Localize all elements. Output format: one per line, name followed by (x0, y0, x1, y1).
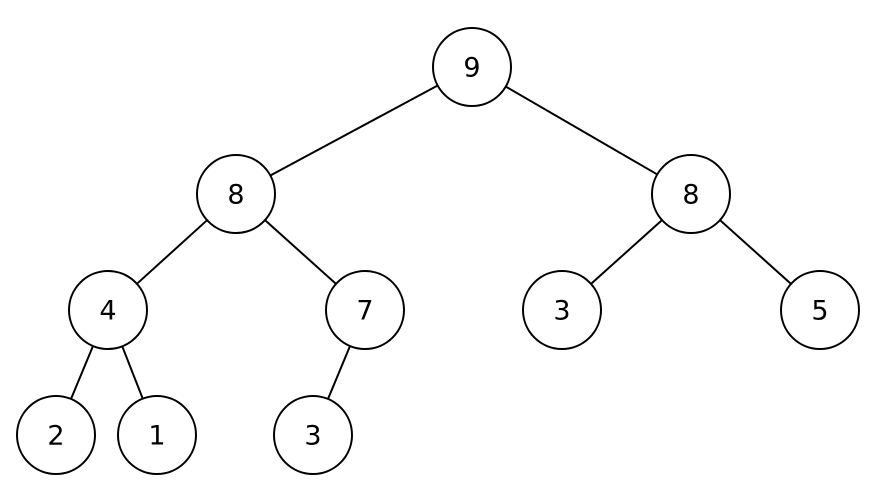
node-circle[interactable] (196, 154, 276, 234)
node-circle[interactable] (16, 395, 96, 475)
node-circle[interactable] (325, 270, 405, 350)
node-label: 8 (227, 180, 244, 211)
edge-layer (69, 84, 793, 400)
tree-edge (69, 345, 95, 400)
tree-edge (326, 345, 352, 400)
tree-edge (269, 84, 439, 177)
node-label: 3 (553, 296, 570, 327)
tree-node[interactable]: 1 (117, 395, 197, 475)
node-circle[interactable] (117, 395, 197, 475)
node-circle[interactable] (68, 270, 148, 350)
node-circle[interactable] (273, 395, 353, 475)
node-label: 9 (463, 53, 480, 84)
node-circle[interactable] (522, 270, 602, 350)
node-circle[interactable] (651, 154, 731, 234)
tree-node[interactable]: 2 (16, 395, 96, 475)
tree-edge (135, 219, 209, 285)
node-label: 7 (356, 296, 373, 327)
tree-node[interactable]: 3 (273, 395, 353, 475)
node-label: 2 (47, 421, 64, 452)
tree-node[interactable]: 8 (196, 154, 276, 234)
tree-node[interactable]: 7 (325, 270, 405, 350)
tree-node[interactable]: 5 (780, 270, 860, 350)
tree-edge (263, 219, 338, 285)
node-layer: 9 8 8 4 7 3 5 2 1 3 (16, 27, 860, 475)
tree-node[interactable]: 9 (432, 27, 512, 107)
node-label: 1 (148, 421, 165, 452)
node-circle[interactable] (432, 27, 512, 107)
tree-node[interactable]: 4 (68, 270, 148, 350)
tree-node[interactable]: 3 (522, 270, 602, 350)
tree-edge (504, 85, 659, 176)
tree-node[interactable]: 8 (651, 154, 731, 234)
tree-edge (121, 345, 144, 400)
node-label: 3 (304, 421, 321, 452)
node-label: 4 (99, 296, 116, 327)
node-label: 5 (811, 296, 828, 327)
node-label: 8 (682, 180, 699, 211)
node-circle[interactable] (780, 270, 860, 350)
tree-edge (589, 219, 664, 285)
tree-edge (718, 219, 793, 285)
